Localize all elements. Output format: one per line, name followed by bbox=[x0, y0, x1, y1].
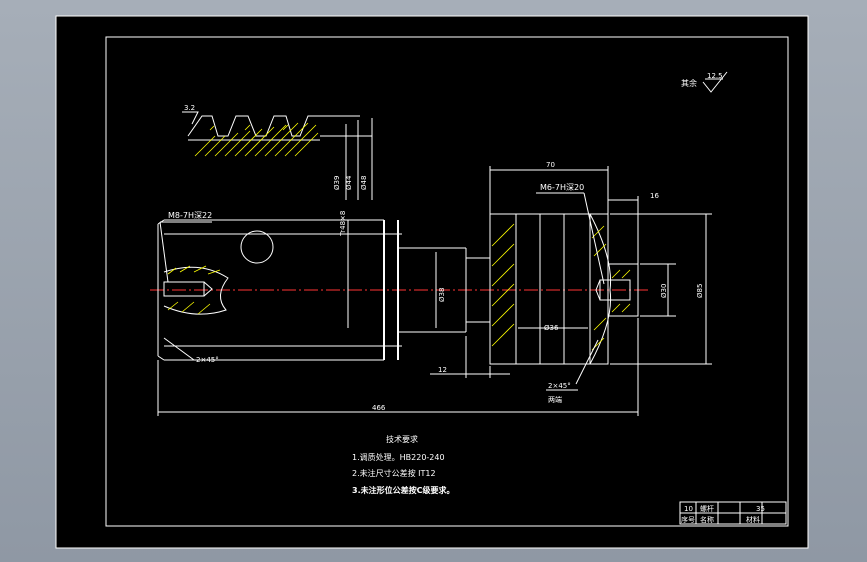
note-1: 1.调质处理。HB220-240 bbox=[352, 452, 445, 462]
dim-width-16: 16 bbox=[650, 192, 659, 200]
dim-chamfer-note: 两端 bbox=[548, 395, 562, 404]
dim-dia38: Ø38 bbox=[438, 288, 446, 302]
drawing-frame bbox=[105, 36, 789, 527]
dim-d3: Ø48 bbox=[360, 176, 368, 190]
label-bore-right: M6-7H深20 bbox=[540, 183, 584, 192]
title-row2-material: 材料 bbox=[746, 515, 760, 524]
title-row2-name: 名称 bbox=[700, 515, 714, 524]
dim-thread-spec: Tr48×8 bbox=[339, 211, 347, 237]
nut-body: Ø36 bbox=[489, 213, 639, 365]
title-row1-no: 10 bbox=[684, 505, 693, 513]
surface-finish-value: 12.5 bbox=[707, 72, 723, 80]
dim-len-466: 466 bbox=[372, 404, 386, 412]
thread-detail-view: 3.2 Ø39 Ø44 Ø48 bbox=[182, 104, 373, 200]
screw-shaft: Ø38 Tr48×8 M8-7H深22 2×45° bbox=[150, 211, 650, 364]
technical-notes: 技术要求 1.调质处理。HB220-240 2.未注尺寸公差按 IT12 3.未… bbox=[352, 434, 454, 495]
title-row1-material: 35 bbox=[756, 505, 765, 513]
dim-chamfer-left: 2×45° bbox=[196, 356, 219, 364]
title-row2-no: 序号 bbox=[681, 515, 695, 524]
dim-dia85: Ø85 bbox=[696, 284, 704, 298]
thread-roughness: 3.2 bbox=[184, 104, 195, 112]
title-block: 10 螺杆 35 序号 名称 材料 bbox=[679, 501, 787, 525]
break-detail-circle bbox=[240, 230, 274, 264]
dim-d2: Ø44 bbox=[345, 175, 353, 190]
dimension-lines: 70 M6-7H深20 16 Ø30 Ø85 12 466 2×45° 两端 bbox=[157, 161, 712, 416]
surface-finish-label: 其余 bbox=[681, 78, 697, 88]
dim-len-12: 12 bbox=[438, 366, 447, 374]
label-bore-left: M8-7H深22 bbox=[168, 211, 212, 220]
title-row1-name: 螺杆 bbox=[700, 504, 714, 513]
dim-width-70: 70 bbox=[546, 161, 555, 169]
dim-d1: Ø39 bbox=[333, 176, 341, 190]
dim-dia30: Ø30 bbox=[660, 284, 668, 298]
surface-finish-symbol: 其余 12.5 bbox=[681, 71, 728, 93]
note-3: 3.未注形位公差按C级要求。 bbox=[352, 485, 454, 495]
note-2: 2.未注尺寸公差按 IT12 bbox=[352, 468, 436, 478]
notes-title: 技术要求 bbox=[386, 434, 418, 444]
dim-chamfer-right: 2×45° bbox=[548, 382, 571, 390]
